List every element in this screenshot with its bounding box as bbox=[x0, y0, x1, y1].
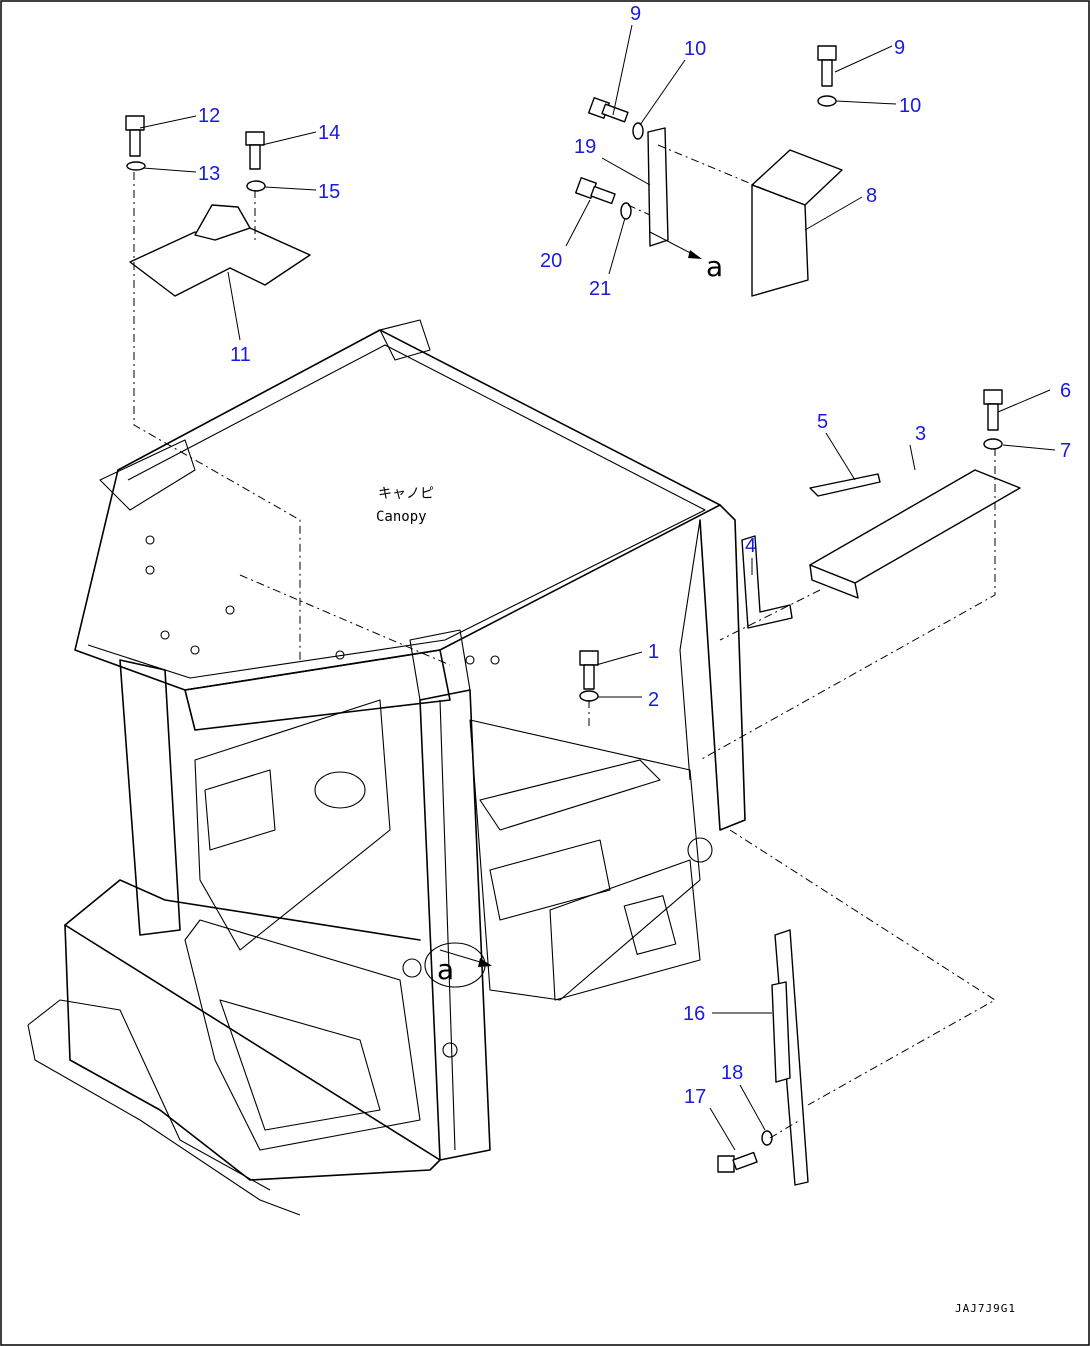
callout-1: 1 bbox=[648, 641, 659, 663]
washer-7 bbox=[983, 438, 1003, 450]
bolt-9-b bbox=[817, 45, 837, 87]
callout-13: 13 bbox=[198, 163, 220, 185]
callout-9-right: 9 bbox=[894, 37, 905, 59]
callout-16: 16 bbox=[683, 1003, 705, 1025]
callout-12: 12 bbox=[198, 105, 220, 127]
callout-9-top: 9 bbox=[630, 3, 641, 25]
washer-21 bbox=[620, 202, 632, 220]
arrow-head-a-top bbox=[688, 250, 702, 259]
callout-3: 3 bbox=[915, 423, 926, 445]
callout-19: 19 bbox=[574, 136, 596, 158]
callout-14: 14 bbox=[318, 122, 340, 144]
bolt-6 bbox=[983, 389, 1003, 431]
washer-18 bbox=[761, 1130, 773, 1146]
part-11-cover bbox=[129, 204, 311, 297]
washer-15 bbox=[246, 180, 266, 192]
assembly-lines bbox=[133, 144, 996, 1139]
callout-8: 8 bbox=[866, 185, 877, 207]
bracket-3 bbox=[809, 469, 1021, 599]
section-mark-a-bottom: a bbox=[437, 953, 454, 986]
callout-4: 4 bbox=[745, 535, 756, 557]
bolt-14 bbox=[245, 131, 265, 170]
callout-20: 20 bbox=[540, 250, 562, 272]
washer-2 bbox=[579, 690, 599, 702]
assembly-label-en: Canopy bbox=[376, 509, 427, 525]
callout-18: 18 bbox=[721, 1062, 743, 1084]
washer-10-b bbox=[817, 95, 837, 107]
bracket-8 bbox=[751, 149, 843, 297]
canopy-frame bbox=[27, 319, 746, 1216]
bolt-20 bbox=[575, 177, 616, 205]
callout-15: 15 bbox=[318, 181, 340, 203]
bolt-1 bbox=[579, 650, 599, 690]
bolt-17 bbox=[717, 1151, 758, 1173]
callout-21: 21 bbox=[589, 278, 611, 300]
callout-6: 6 bbox=[1060, 380, 1071, 402]
callout-17: 17 bbox=[684, 1086, 706, 1108]
bolt-9-a bbox=[588, 97, 629, 123]
callout-2: 2 bbox=[648, 689, 659, 711]
callout-5: 5 bbox=[817, 411, 828, 433]
section-mark-a-top: a bbox=[706, 250, 723, 283]
washer-10-a bbox=[632, 122, 644, 140]
bolt-12 bbox=[125, 115, 145, 157]
assembly-label-jp: キャノピ bbox=[378, 486, 434, 502]
plate-19 bbox=[647, 127, 669, 247]
callout-7: 7 bbox=[1060, 440, 1071, 462]
leader-lines bbox=[139, 24, 1056, 1151]
callout-10-right: 10 bbox=[899, 95, 921, 117]
washer-13 bbox=[126, 161, 146, 171]
strip-16 bbox=[771, 981, 791, 1083]
callout-10-top: 10 bbox=[684, 38, 706, 60]
part-4 bbox=[741, 535, 793, 629]
callout-11: 11 bbox=[230, 344, 251, 366]
part-5 bbox=[809, 473, 881, 497]
drawing-code: JAJ7J9G1 bbox=[955, 1302, 1016, 1315]
view-a-circle bbox=[424, 942, 486, 988]
